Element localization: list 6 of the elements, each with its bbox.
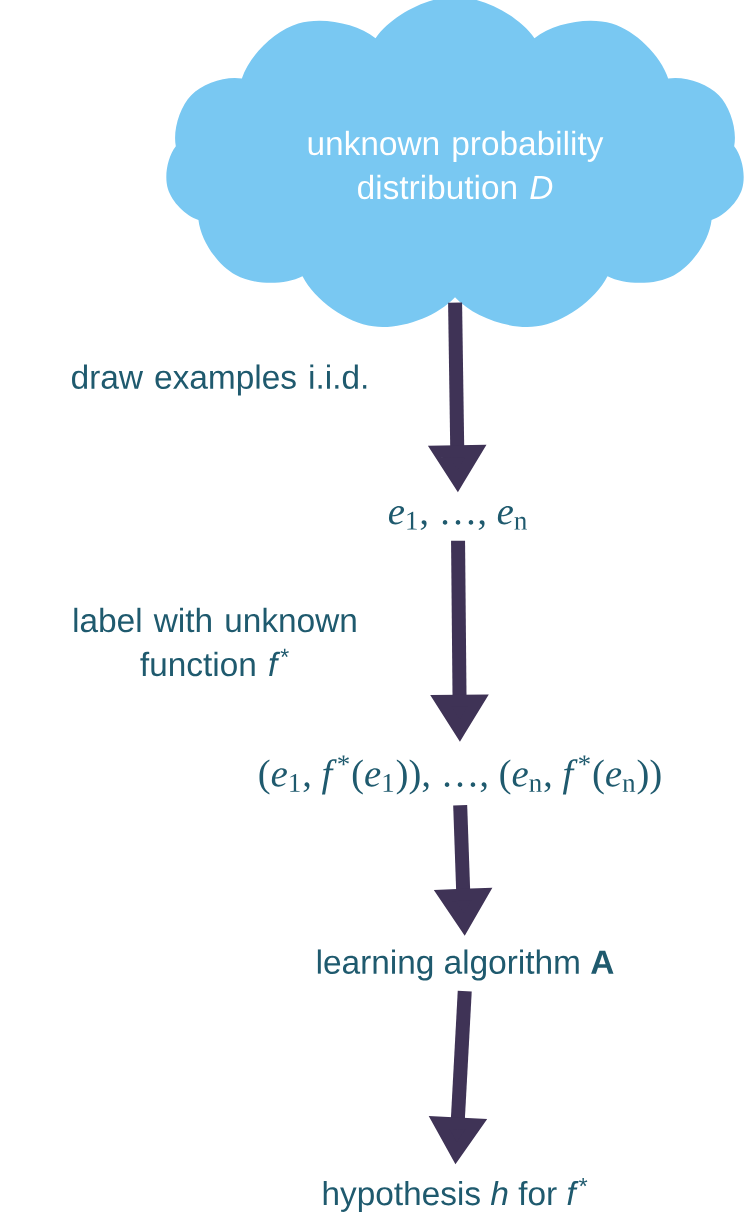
- formula-text: e$_{1}$, …, e$_{n}$: [388, 505, 527, 531]
- text-label: hypothesis h for f$^{*}$: [323, 1178, 588, 1212]
- edge-label: draw examples i.i.d.: [72, 364, 367, 396]
- formula-text: (e$_{1}$, f$^{*}$(e$_{1}$)), …, (e$_{n}$, f$^{*}$(e$_{n}$)): [259, 755, 661, 795]
- text-label: learning algorithm A: [317, 949, 614, 981]
- edge-label: label with unknown function f$^{*}$: [74, 607, 356, 677]
